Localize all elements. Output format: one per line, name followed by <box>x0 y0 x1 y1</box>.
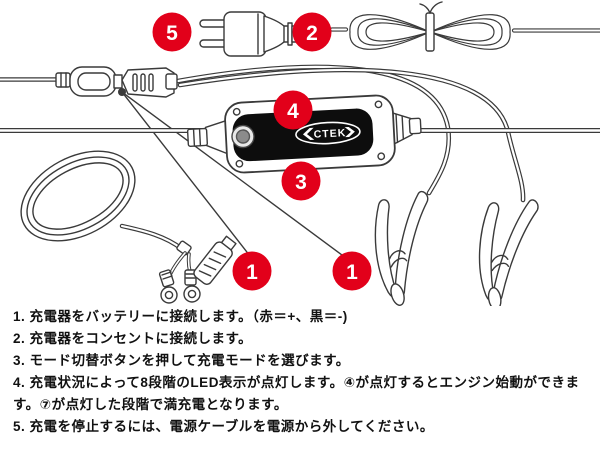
cable-bundle-illustration <box>329 1 600 52</box>
ctek-logo-text: CTEK <box>313 127 346 141</box>
instruction-text-block: 1. 充電器をバッテリーに接続します。（赤＝+、黒＝-) 2. 充電器をコンセン… <box>13 306 591 438</box>
quick-connector-coupling <box>0 66 178 98</box>
charger-diagram: CTEK <box>0 1 600 306</box>
ring-terminal-icon <box>183 269 201 303</box>
clamp-cable-left-route <box>175 64 452 196</box>
callout-1-eyelets: 1 <box>232 251 272 291</box>
svg-text:1: 1 <box>246 261 258 284</box>
ring-terminal-icon <box>158 269 178 304</box>
svg-text:1: 1 <box>346 261 358 284</box>
charger-led-panel <box>232 108 374 162</box>
instruction-step-3: 3. モード切替ボタンを押して充電モードを選びます。 <box>13 353 350 368</box>
instruction-step-5: 5. 充電を停止するには、電源ケーブルを電源から外してください。 <box>13 419 434 434</box>
svg-text:5: 5 <box>166 22 178 45</box>
callout-4: 4 <box>273 90 313 130</box>
instruction-step-2: 2. 充電器をコンセントに接続します。 <box>13 331 253 346</box>
svg-text:4: 4 <box>287 100 299 123</box>
instruction-step-4: 4. 充電状況によって8段階のLED表示が点灯します。④が点灯するとエンジン始動… <box>13 375 580 412</box>
svg-text:3: 3 <box>295 171 307 194</box>
battery-clamp-icon <box>475 196 540 306</box>
callout-1-clamps: 1 <box>332 251 372 291</box>
ctek-logo: CTEK <box>295 121 361 145</box>
callout-3: 3 <box>281 161 321 201</box>
mains-plug-illustration <box>199 11 297 57</box>
mode-button-icon <box>231 124 255 149</box>
callout-2: 2 <box>292 12 332 52</box>
eyelet-connector-plug <box>193 235 237 285</box>
clamp-cable-right-route <box>177 67 526 203</box>
eyelet-cable-illustration <box>20 150 237 304</box>
connection-point-dot <box>118 88 126 96</box>
svg-text:2: 2 <box>306 22 318 45</box>
callout-5: 5 <box>152 12 192 52</box>
instruction-step-1: 1. 充電器をバッテリーに接続します。（赤＝+、黒＝-) <box>13 309 348 324</box>
battery-clamp-icon <box>370 190 438 306</box>
